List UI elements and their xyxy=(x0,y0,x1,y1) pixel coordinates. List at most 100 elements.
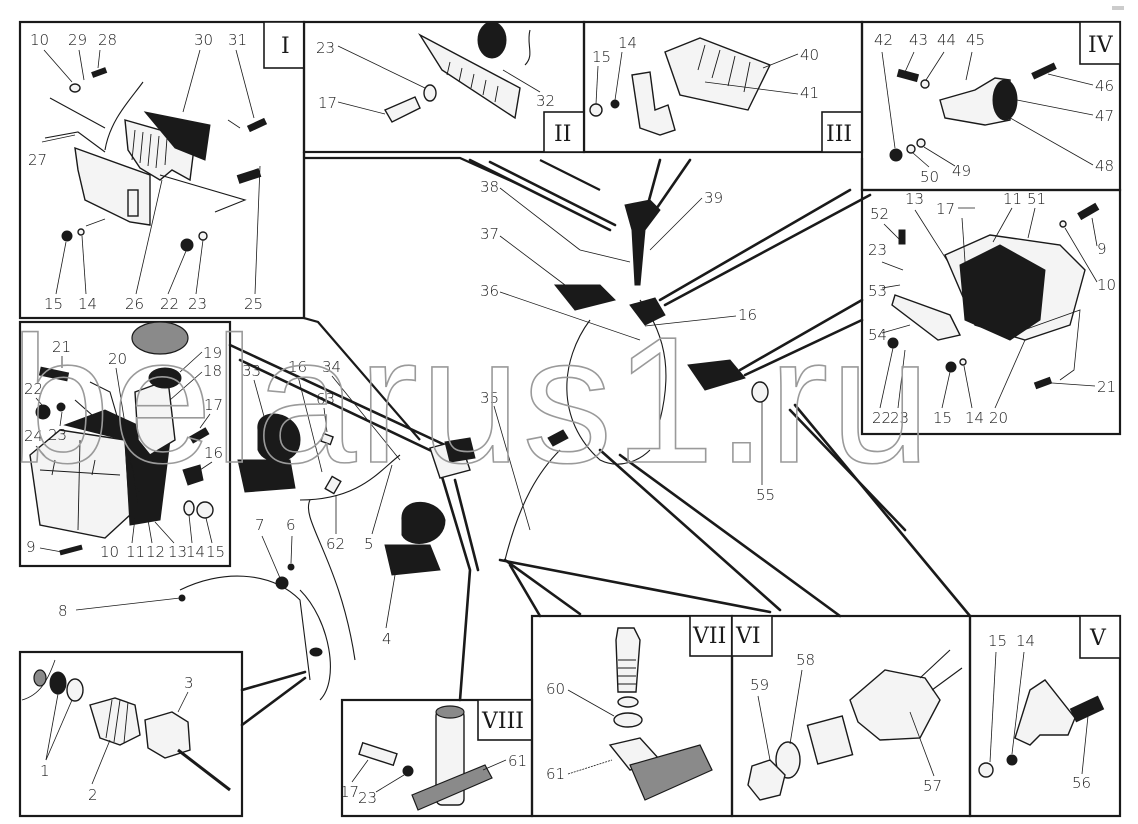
callout-22-rear: 22 xyxy=(872,409,891,427)
bolt-17-front xyxy=(189,427,210,444)
callout-30: 30 xyxy=(194,31,213,49)
callout-15: 15 xyxy=(44,295,63,313)
washer-60 xyxy=(613,712,643,728)
callout-9-rear: 9 xyxy=(1097,240,1107,258)
callout-14: 14 xyxy=(78,295,97,313)
callout-19: 19 xyxy=(203,344,222,362)
screw-9-front xyxy=(59,544,83,556)
view-viii-label: VIII xyxy=(481,709,524,734)
work-lamp-4-base xyxy=(384,544,441,576)
sensor-panel: 1 2 3 xyxy=(18,650,307,818)
callout-17-front: 17 xyxy=(204,396,223,414)
connector-mid xyxy=(547,429,569,447)
callout-14-v: 14 xyxy=(1016,632,1035,650)
washer-44 xyxy=(920,79,930,89)
callout-13-rear: 13 xyxy=(905,190,924,208)
nut-15 xyxy=(61,230,73,242)
plug-1 xyxy=(33,669,47,687)
callout-16-front: 16 xyxy=(204,444,223,462)
callout-46: 46 xyxy=(1095,77,1114,95)
view-iii-panel: III 15 14 40 41 xyxy=(582,20,864,154)
view-vii-label: VII xyxy=(692,624,726,649)
view-i-panel: I 10 29 28 30 31 27 25 15 xyxy=(18,20,306,320)
front-lamp-panel: 21 20 19 18 22 23 17 24 16 9 10 11 12 13… xyxy=(18,320,232,568)
bolt-43 xyxy=(896,68,920,83)
grommet-32 xyxy=(477,21,507,59)
callout-62: 62 xyxy=(326,535,345,553)
screw-21-rear xyxy=(1033,376,1053,390)
nut-42 xyxy=(889,148,903,162)
callout-17-viii: 17 xyxy=(340,783,359,801)
callout-56: 56 xyxy=(1072,774,1091,792)
callout-22: 22 xyxy=(160,295,179,313)
callout-5: 5 xyxy=(364,535,374,553)
screw-21-front xyxy=(38,366,70,382)
view-v-panel: V 15 14 56 xyxy=(968,614,1122,818)
callout-41: 41 xyxy=(800,84,819,102)
callout-9-front: 9 xyxy=(26,538,36,556)
callout-54: 54 xyxy=(868,326,887,344)
callout-7: 7 xyxy=(255,516,265,534)
switch-38-39 xyxy=(624,199,661,286)
callout-21-front: 21 xyxy=(52,338,71,356)
callout-16-lamp: 16 xyxy=(288,358,307,376)
strap-61 xyxy=(411,764,493,811)
work-lamp-4 xyxy=(401,501,446,544)
washer-14-front xyxy=(183,500,195,516)
lock-ring-58 xyxy=(775,741,801,779)
screw-28 xyxy=(91,67,108,78)
callout-2: 2 xyxy=(88,786,98,804)
callout-12-front: 12 xyxy=(146,543,165,561)
lock-washer-vii xyxy=(617,696,639,708)
view-iv-panel: IV 42 43 44 45 46 47 48 49 50 xyxy=(860,20,1122,192)
watermark: belarus1.ru xyxy=(10,300,933,501)
view-iv-label: IV xyxy=(1088,33,1114,58)
view-ii-label: II xyxy=(554,122,571,147)
round-lamp-top xyxy=(131,321,189,355)
washer-49 xyxy=(916,138,926,148)
connector-block-37 xyxy=(553,284,616,311)
callout-44: 44 xyxy=(937,31,956,49)
callout-15-front: 15 xyxy=(206,543,225,561)
nut-15-front xyxy=(196,501,214,519)
screw-46 xyxy=(1031,62,1057,80)
callout-61-viii: 61 xyxy=(508,752,527,770)
bolt-52 xyxy=(898,229,906,245)
washer-50 xyxy=(906,144,916,154)
callout-52: 52 xyxy=(870,205,889,223)
callout-51: 51 xyxy=(1027,190,1046,208)
callout-33: 33 xyxy=(242,362,261,380)
view-vii-panel: VII 60 61 xyxy=(530,614,734,818)
callout-40: 40 xyxy=(800,46,819,64)
callout-21-rear: 21 xyxy=(1097,378,1116,396)
callout-49: 49 xyxy=(952,162,971,180)
bolt-25 xyxy=(236,168,262,184)
lock-washer-23 xyxy=(423,84,437,102)
callout-15-v: 15 xyxy=(988,632,1007,650)
callout-32: 32 xyxy=(536,92,555,110)
callout-34: 34 xyxy=(322,358,341,376)
screw-9-rear xyxy=(1077,202,1100,221)
connector-block-right xyxy=(687,359,746,391)
washer-23-front xyxy=(56,402,66,412)
callout-36: 36 xyxy=(480,282,499,300)
callout-20-front: 20 xyxy=(108,350,127,368)
nut-22-front xyxy=(35,404,51,420)
washer-1b xyxy=(66,678,84,702)
callout-14-iii: 14 xyxy=(618,34,637,52)
washer-23 xyxy=(198,231,208,241)
callout-58: 58 xyxy=(796,651,815,669)
ground-strap xyxy=(418,33,521,120)
main-harness: 38 39 37 36 16 33 16 34 63 35 62 5 7 6 8… xyxy=(58,152,972,702)
callout-6: 6 xyxy=(286,516,296,534)
callout-27: 27 xyxy=(28,151,47,169)
fuse-block-40 xyxy=(664,37,771,111)
callout-28: 28 xyxy=(98,31,117,49)
washer-14-v xyxy=(1006,754,1018,766)
callout-22-front: 22 xyxy=(24,380,43,398)
callout-26: 26 xyxy=(125,295,144,313)
plug-6 xyxy=(287,563,295,571)
callout-59: 59 xyxy=(750,676,769,694)
callout-35: 35 xyxy=(480,389,499,407)
